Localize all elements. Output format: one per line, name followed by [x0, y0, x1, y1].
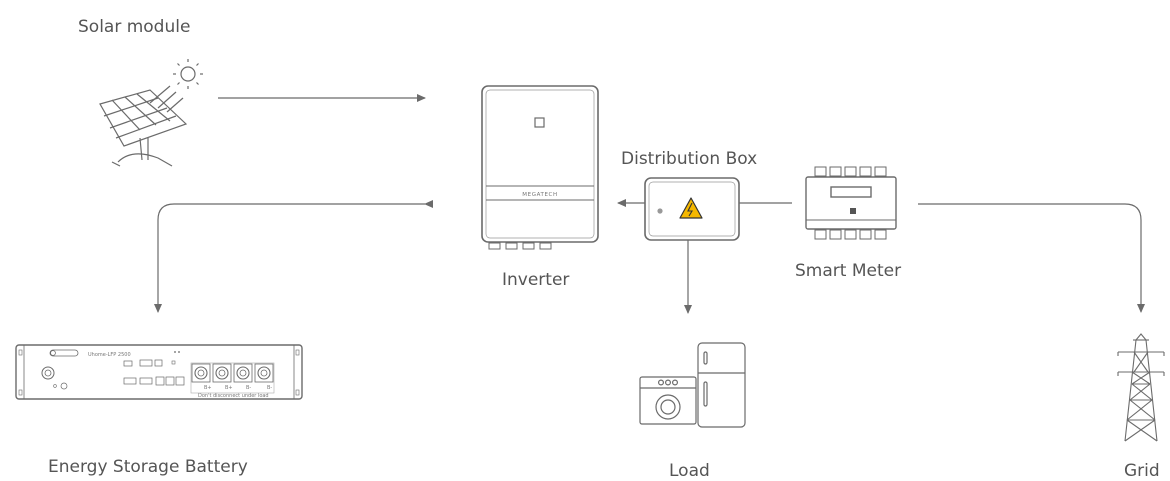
solar-module-label: Solar module: [78, 17, 190, 37]
battery-port-b1: B+: [204, 385, 212, 391]
smart-meter-icon: [805, 166, 897, 240]
battery-port-b4: B-: [267, 385, 272, 391]
load-label: Load: [669, 461, 710, 481]
battery-icon: [15, 344, 303, 400]
inverter-battery-arrow: [154, 200, 433, 313]
load-appliances-icon: [639, 342, 746, 428]
battery-port-b2: B+: [225, 385, 233, 391]
grid-label: Grid: [1124, 461, 1160, 481]
distribution-box-label: Distribution Box: [621, 149, 757, 169]
battery-port-b3: B-: [246, 385, 251, 391]
battery-model: Uhome-LFP 2500: [88, 352, 131, 358]
warning-icon: [679, 197, 703, 219]
battery-warning: Don't disconnect under load: [198, 393, 269, 399]
battery-label: Energy Storage Battery: [48, 457, 248, 477]
inverter-brand: MEGATECH: [522, 192, 557, 198]
inverter-label: Inverter: [502, 270, 569, 290]
inverter-icon: [481, 85, 599, 250]
meter-to-grid-arrow: [918, 203, 1145, 313]
distribution-box-icon: [644, 177, 740, 241]
power-tower-icon: [1117, 333, 1165, 442]
solar-panel-icon: [99, 59, 203, 167]
smart-meter-label: Smart Meter: [795, 261, 901, 281]
